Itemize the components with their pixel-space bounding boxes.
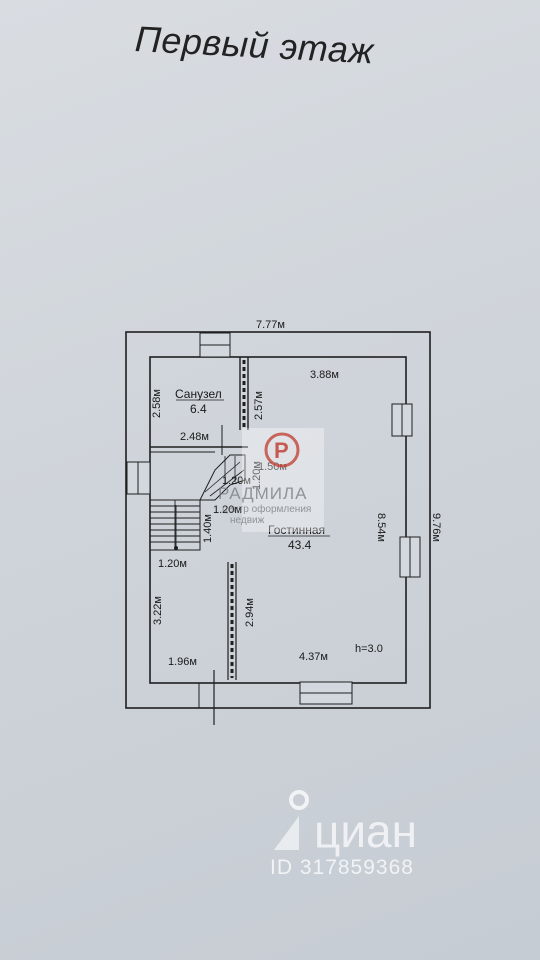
room-living-name: Гостинная: [268, 523, 325, 537]
dim-top-room: 3.88м: [310, 369, 339, 381]
agency-name: РАДМИЛА: [218, 484, 308, 503]
outer-wall: [125, 331, 431, 709]
partition-lower: [227, 562, 237, 680]
dim-stair-vert: 1.20м: [251, 461, 263, 490]
dim-bottom-left: 1.96м: [168, 656, 197, 668]
dim-stair-top: 1.20м: [222, 475, 251, 487]
map-pin-icon: [274, 790, 309, 850]
window-bottom: [299, 681, 353, 705]
cian-id: ID 317859368: [270, 856, 414, 879]
dim-corridor: 1.50м: [258, 461, 287, 473]
agency-logo-icon: P: [264, 432, 300, 468]
svg-text:P: P: [274, 438, 289, 463]
room-bath-name: Санузел: [175, 387, 222, 401]
dim-partition-lower: 2.94м: [244, 598, 256, 627]
cian-watermark: циан ID 317859368: [268, 788, 508, 898]
room-bath-area: 6.4: [190, 402, 207, 416]
agency-sub2: недвиж: [230, 515, 265, 526]
agency-watermark: P РАДМИЛА центр оформления недвиж: [218, 428, 324, 532]
window-right-1: [391, 403, 413, 437]
cian-brand: циан: [314, 805, 418, 857]
window-left: [126, 461, 151, 495]
dim-bath-height: 2.58м: [151, 389, 163, 418]
dim-wall-right-of-bath: 2.57м: [253, 391, 265, 420]
ceiling-height: h=3.0: [355, 643, 383, 655]
agency-sub1: центр оформления: [222, 504, 312, 515]
dim-right-outer: 9.76м: [430, 513, 442, 542]
dim-left-lower: 3.22м: [152, 596, 164, 625]
dim-top: 7.77м: [256, 319, 285, 331]
room-living-area: 43.4: [288, 538, 312, 552]
dim-right-inner: 8.54м: [375, 513, 387, 542]
dim-stair-mid: 1.20м: [213, 504, 242, 516]
staircase: [149, 454, 246, 551]
dim-stair-bottom: 1.20м: [158, 558, 187, 570]
window-right-2: [399, 536, 421, 578]
dim-stair-side: 1.40м: [202, 514, 214, 543]
dim-bottom-right: 4.37м: [299, 651, 328, 663]
window-top: [199, 332, 231, 358]
entrance-door: [198, 670, 215, 725]
dim-bath-width: 2.48м: [180, 431, 209, 443]
